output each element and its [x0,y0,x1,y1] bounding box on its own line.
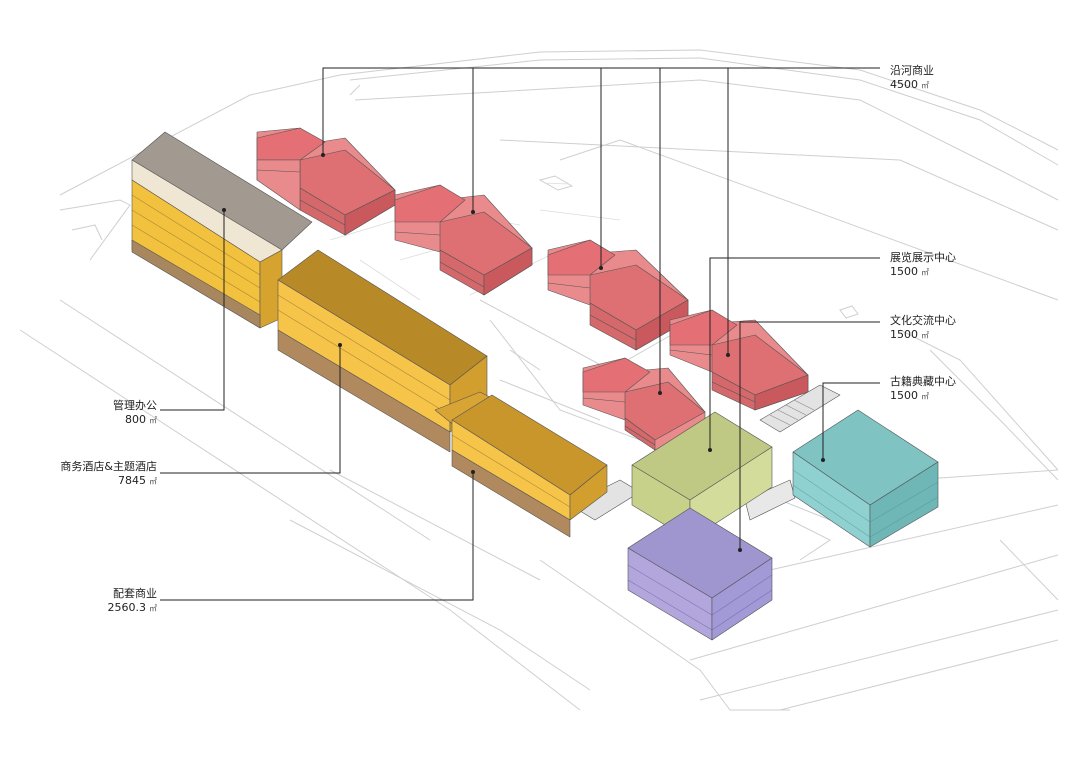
label-archive-unit: ㎡ [921,392,929,401]
label-retail-unit: ㎡ [149,604,157,613]
label-archive-area: 1500 [890,389,918,402]
label-hotel-name: 商务酒店&主题酒店 [60,459,157,473]
riverside-block-c [547,239,689,351]
riverside-block-b [394,184,533,296]
archive-center [792,409,939,548]
label-culture-name: 文化交流中心 [890,313,956,327]
leader-lines [160,67,880,601]
label-exhibition-name: 展览展示中心 [890,250,956,264]
label-exhibition-area: 1500 [890,265,918,278]
label-archive-name: 古籍典藏中心 [890,374,956,388]
label-riverside-area: 4500 [890,78,918,91]
label-riverside-name: 沿河商业 [890,63,934,77]
culture-exchange-center [627,507,773,641]
label-office-name: 管理办公 [113,398,157,412]
label-hotel-area: 7845 [118,474,146,487]
svg-text:2560.3㎡: 2560.3㎡ [108,601,158,614]
label-exhibition-unit: ㎡ [921,268,929,277]
label-hotel-unit: ㎡ [149,477,157,486]
label-retail-name: 配套商业 [113,586,157,600]
label-office-unit: ㎡ [149,416,157,425]
office-building [131,131,313,329]
hotel-building [277,249,608,538]
riverside-commercial-blocks [256,127,809,451]
label-culture-area: 1500 [890,328,918,341]
label-office-area: 800 [125,413,146,426]
riverside-block-d [669,309,809,411]
riverside-block-e [582,357,706,451]
label-culture-unit: ㎡ [921,331,929,340]
label-retail-area: 2560.3 [108,601,147,614]
label-riverside-unit: ㎡ [921,81,929,90]
